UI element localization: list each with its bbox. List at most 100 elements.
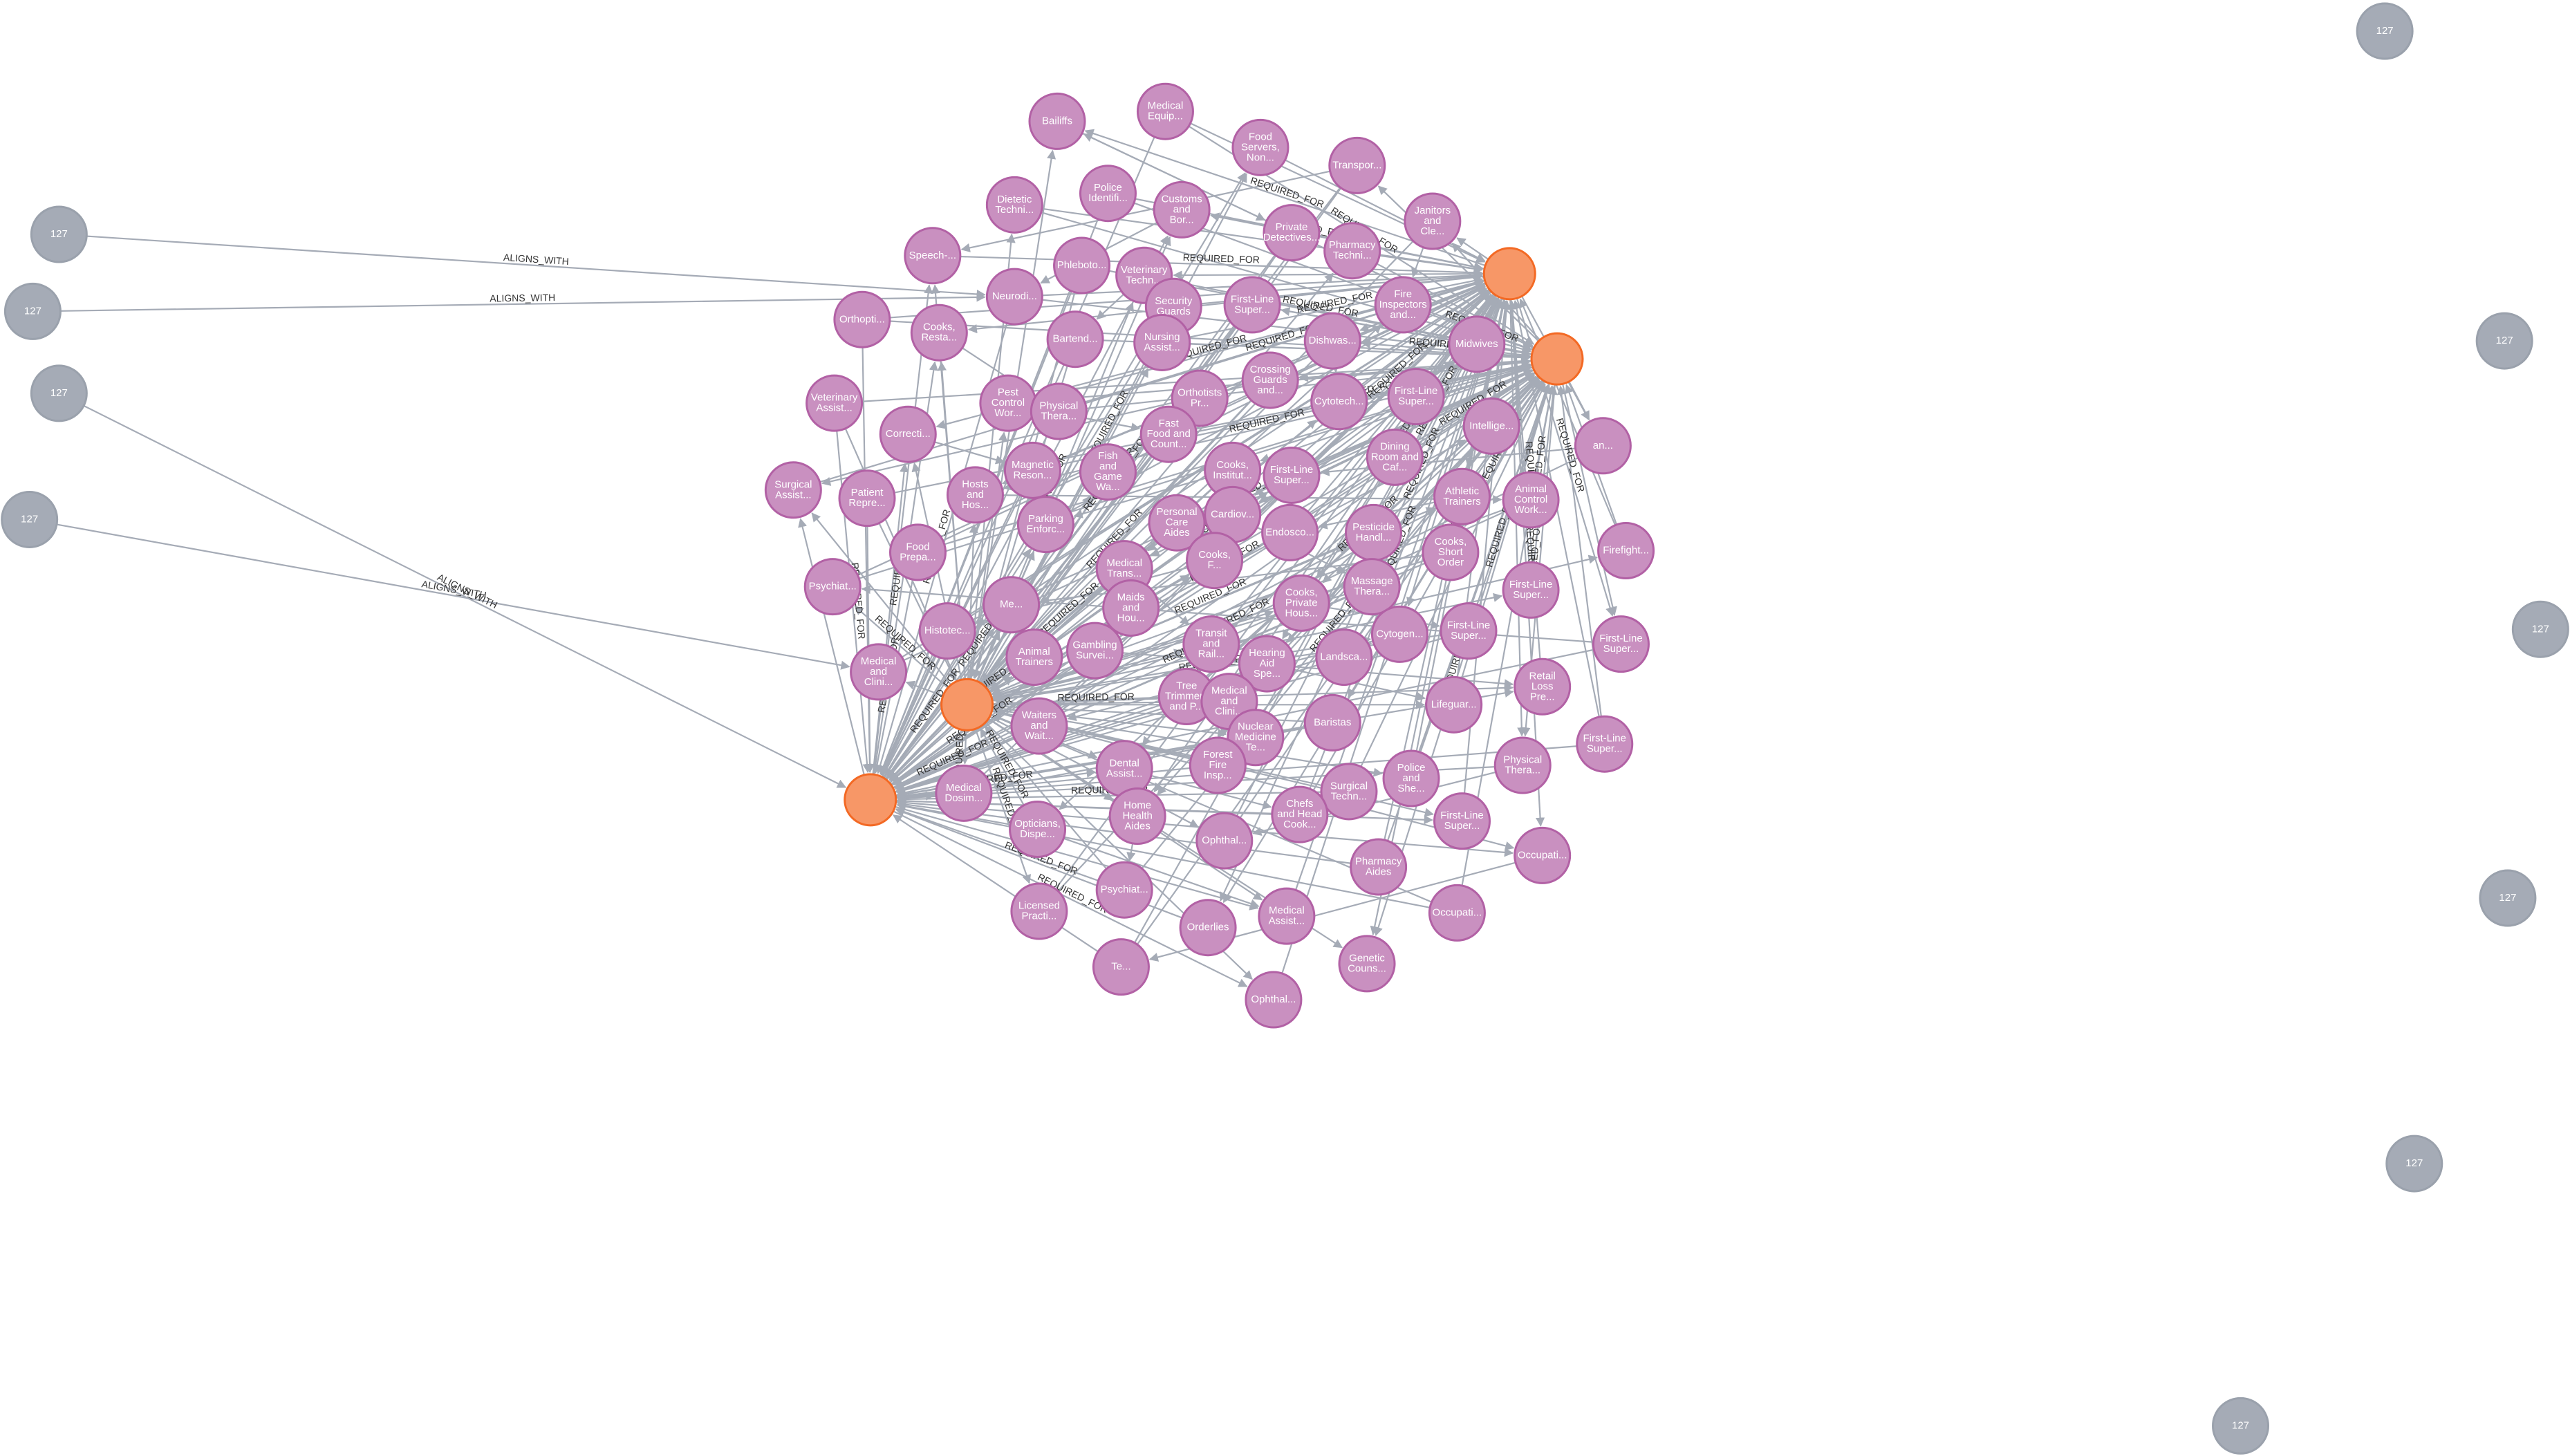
- required-for-edge[interactable]: [881, 655, 937, 776]
- outer-node[interactable]: 127: [2511, 600, 2569, 658]
- required-for-edge[interactable]: [895, 597, 1347, 790]
- occupation-node[interactable]: Orthopti...: [833, 290, 891, 348]
- aligns-with-edge[interactable]: [83, 404, 847, 788]
- required-for-edge[interactable]: [991, 710, 1515, 850]
- occupation-node[interactable]: Psychiat...: [803, 558, 862, 616]
- required-for-edge[interactable]: [1096, 293, 1125, 320]
- required-for-edge[interactable]: [1519, 298, 1617, 526]
- hub-node[interactable]: [1530, 332, 1584, 386]
- occupation-node[interactable]: Midwives: [1448, 315, 1506, 373]
- occupation-node[interactable]: Bailiffs: [1028, 92, 1086, 150]
- occupation-node[interactable]: Neurodi...: [985, 268, 1043, 326]
- required-for-edge[interactable]: [1073, 477, 1207, 519]
- required-for-edge[interactable]: [905, 680, 944, 697]
- required-for-edge[interactable]: [893, 810, 1248, 987]
- required-for-edge[interactable]: [1081, 132, 1266, 221]
- required-for-edge[interactable]: [811, 512, 952, 686]
- occupation-node[interactable]: Ophthal...: [1245, 971, 1303, 1029]
- occupation-node[interactable]: Occupati...: [1514, 826, 1572, 884]
- occupation-node[interactable]: Lifeguar...: [1425, 675, 1483, 734]
- required-for-edge[interactable]: [1379, 254, 1483, 273]
- occupation-node[interactable]: Dishwas...: [1303, 312, 1361, 370]
- occupation-node[interactable]: Transpor...: [1328, 136, 1386, 194]
- required-for-edge[interactable]: [960, 255, 1483, 277]
- occupation-node[interactable]: Opticians,Dispe...: [1009, 800, 1067, 858]
- hub-node[interactable]: [844, 773, 897, 827]
- occupation-node[interactable]: Cytogen...: [1370, 605, 1428, 663]
- occupation-node[interactable]: Baristas: [1303, 693, 1361, 752]
- occupation-node[interactable]: Intellige...: [1462, 397, 1520, 455]
- aligns-with-edge[interactable]: [56, 523, 850, 670]
- required-for-edge[interactable]: [960, 170, 1330, 252]
- occupation-node[interactable]: Te...: [1092, 938, 1150, 996]
- required-for-edge[interactable]: [893, 509, 1437, 789]
- occupation-node[interactable]: Cytotech...: [1310, 373, 1368, 431]
- required-for-edge[interactable]: [1034, 288, 1488, 590]
- required-for-edge[interactable]: [1228, 295, 1493, 624]
- required-for-edge[interactable]: [1556, 385, 1602, 717]
- required-for-edge[interactable]: [1456, 237, 1489, 260]
- outer-node[interactable]: 127: [1, 490, 59, 548]
- required-for-edge[interactable]: [1063, 837, 1260, 908]
- outer-node[interactable]: 127: [2479, 869, 2537, 927]
- required-for-edge[interactable]: [1411, 247, 1424, 278]
- required-for-edge[interactable]: [994, 696, 1160, 708]
- required-for-edge[interactable]: [984, 725, 1108, 870]
- aligns-with-edge[interactable]: [86, 235, 986, 299]
- required-for-edge[interactable]: [895, 805, 1259, 911]
- required-for-edge[interactable]: [892, 814, 1099, 953]
- occupation-node[interactable]: Psychiat...: [1095, 861, 1153, 919]
- outer-node[interactable]: 127: [2356, 2, 2414, 60]
- required-for-edge[interactable]: [1041, 212, 1531, 354]
- required-for-edge[interactable]: [896, 802, 1431, 908]
- hub-node[interactable]: [940, 678, 994, 731]
- occupation-node[interactable]: Cooks,F...: [1186, 532, 1244, 590]
- occupation-node[interactable]: Orderlies: [1179, 899, 1237, 957]
- outer-node[interactable]: 127: [2212, 1397, 2270, 1455]
- occupation-node[interactable]: Histotec...: [918, 602, 976, 660]
- required-for-edge[interactable]: [969, 431, 1008, 680]
- occupation-node[interactable]: Cooks,Restа...: [910, 304, 968, 362]
- occupation-node[interactable]: Landsca...: [1315, 628, 1373, 687]
- required-for-edge[interactable]: [976, 631, 1000, 682]
- required-for-edge[interactable]: [967, 523, 978, 680]
- aligns-with-edge[interactable]: [60, 292, 986, 312]
